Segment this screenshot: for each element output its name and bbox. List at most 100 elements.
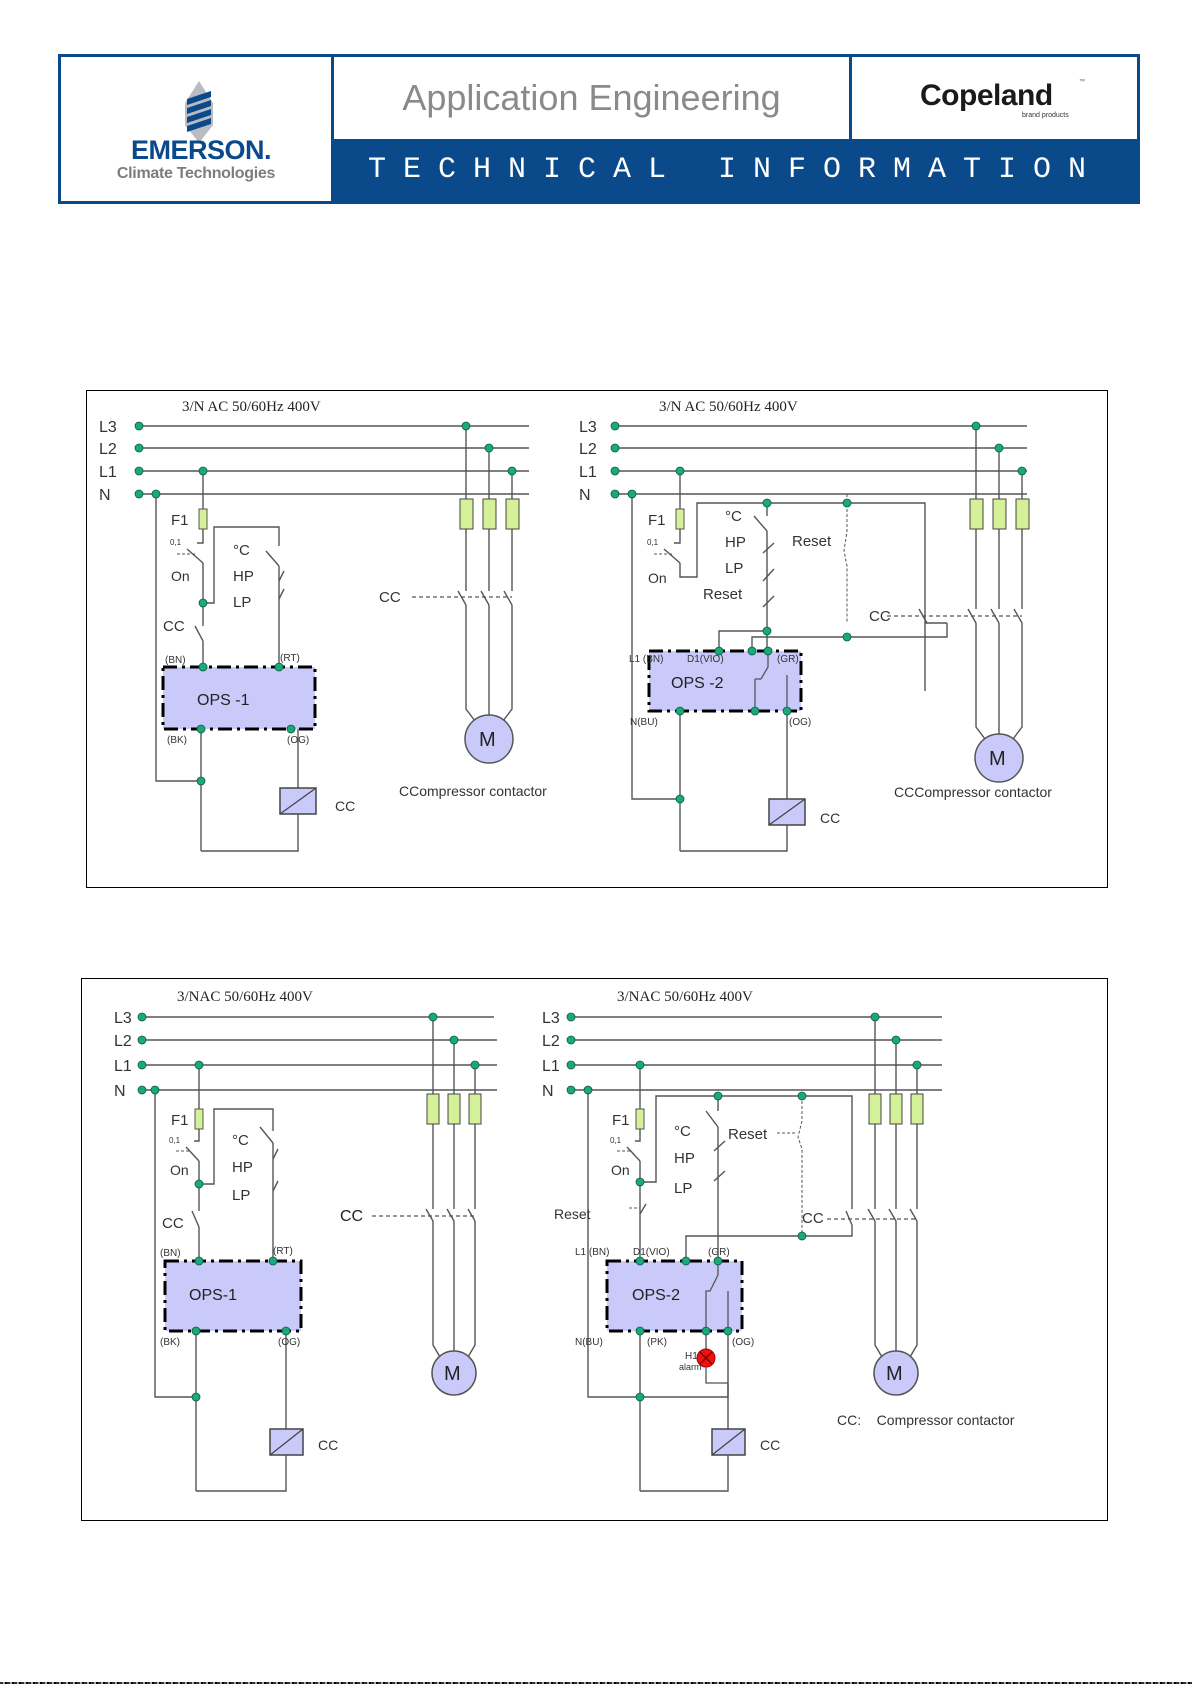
motor-label: M (444, 1363, 461, 1385)
bus-label-n: N (114, 1083, 126, 1100)
fuse-l2-icon (482, 498, 497, 530)
bus-label-l1: L1 (579, 464, 597, 481)
cc-aux-label: CC (162, 1215, 184, 1232)
junction-nodes (566, 1012, 922, 1402)
reset-label-parallel: Reset (792, 533, 832, 550)
fuse-l1-icon (468, 1093, 482, 1125)
reset-label-series: Reset (554, 1206, 591, 1222)
terminal-bk: (BK) (160, 1337, 180, 1348)
fuse-f1-icon (675, 508, 685, 530)
fuse-f1-icon (635, 1108, 645, 1130)
terminal-og: (OG) (789, 717, 811, 728)
motor-icon (464, 714, 514, 764)
ops2-label: OPS-2 (632, 1287, 680, 1304)
company-subtitle: Climate Technologies (116, 165, 276, 182)
bus-label-l3: L3 (542, 1010, 560, 1027)
terminal-gr: (GR) (708, 1247, 730, 1258)
bus-label-l2: L2 (99, 441, 117, 458)
cc-aux-label: CC (163, 618, 185, 635)
hp-label: HP (674, 1150, 695, 1167)
bus-label-l3: L3 (114, 1010, 132, 1027)
terminal-pk: (PK) (647, 1337, 667, 1348)
motor-icon (974, 733, 1024, 783)
emerson-logo: EMERSON. Climate Technologies (61, 57, 334, 201)
cc-main-label: CC (869, 608, 891, 625)
company-name: EMERSON. (130, 135, 272, 165)
hp-label: HP (233, 568, 254, 585)
contactor-coil-icon (269, 1428, 304, 1456)
fuse-f1-icon (198, 508, 208, 530)
fuse-l3-icon (459, 498, 474, 530)
fuse-l3-icon (969, 498, 984, 530)
terminal-bn: (BN) (165, 655, 186, 666)
bus-label-l1: L1 (542, 1058, 560, 1075)
wiring-diagrams-ops1-ops2: 3/N AC 50/60Hz 400V L3 L2 L1 N F1 0,1 On… (99, 399, 1052, 852)
terminal-gr: (GR) (777, 654, 799, 665)
hp-label: HP (232, 1159, 253, 1176)
supply-label: 3/NAC 50/60Hz 400V (617, 989, 753, 1005)
cc-main-label: CC (340, 1208, 363, 1225)
cc-main-label: CC (379, 589, 401, 606)
ops1-module (163, 1259, 303, 1333)
emerson-mark-icon (185, 81, 213, 143)
on-label: On (171, 568, 190, 584)
lp-label: LP (674, 1180, 692, 1197)
coil-label: CC (335, 798, 355, 814)
bus-label-l1: L1 (114, 1058, 132, 1075)
terminal-rt: (RT) (273, 1246, 293, 1257)
fuse-l2-icon (992, 498, 1007, 530)
terminal-n-bu: N(BU) (575, 1337, 603, 1348)
terminal-bn: (BN) (160, 1248, 181, 1259)
bus-label-n: N (542, 1083, 554, 1100)
on-label: On (611, 1162, 630, 1178)
motor-icon (873, 1350, 919, 1396)
terminal-l1-bn: L1 (BN) (575, 1247, 609, 1258)
fuse-rating: 0,1 (170, 538, 182, 547)
legend-text: CC: Compressor contactor (837, 1412, 1015, 1428)
wiring-diagram-frame-1: 3/N AC 50/60Hz 400V L3 L2 L1 N F1 0,1 On… (86, 390, 1108, 888)
motor-icon (431, 1350, 477, 1396)
motor-label: M (479, 729, 496, 751)
fuse-l2-icon (447, 1093, 461, 1125)
temp-label: °C (233, 542, 250, 559)
cc-main-label: CC (802, 1210, 824, 1227)
bus-label-l2: L2 (542, 1033, 560, 1050)
fuse-label: F1 (171, 1112, 189, 1129)
lp-label: LP (725, 560, 743, 577)
banner-text: TECHNICAL INFORMATION (367, 153, 1104, 187)
reset-label-parallel: Reset (728, 1126, 768, 1143)
legend-text: CCompressor contactor (399, 783, 547, 799)
copeland-logo: Copeland ™ brand products (849, 57, 1140, 139)
fuse-rating: 0,1 (169, 1136, 181, 1145)
motor-label: M (886, 1363, 903, 1385)
fuse-l3-icon (426, 1093, 440, 1125)
fuse-rating: 0,1 (647, 538, 659, 547)
terminal-og: (OG) (287, 735, 309, 746)
supply-label: 3/N AC 50/60Hz 400V (182, 399, 321, 415)
terminal-bk: (BK) (167, 735, 187, 746)
alarm-sublabel: alarm (679, 1362, 702, 1372)
ops2-module (647, 649, 803, 713)
brand-name: Copeland (920, 79, 1053, 112)
bus-label-l3: L3 (99, 419, 117, 436)
ops1-label: OPS -1 (197, 692, 250, 709)
motor-label: M (989, 748, 1006, 770)
ops1-label: OPS-1 (189, 1287, 237, 1304)
terminal-d1-vio: D1(VIO) (687, 654, 724, 665)
terminal-og: (OG) (278, 1337, 300, 1348)
fuse-l1-icon (505, 498, 520, 530)
alarm-lamp-icon (696, 1348, 716, 1368)
bus-label-l2: L2 (114, 1033, 132, 1050)
fuse-l1-icon (1015, 498, 1030, 530)
coil-label: CC (820, 810, 840, 826)
contactor-coil-icon (711, 1428, 746, 1456)
on-label: On (648, 570, 667, 586)
brand-tm: ™ (1079, 79, 1085, 85)
fuse-l2-icon (889, 1093, 903, 1125)
bus-label-l2: L2 (579, 441, 597, 458)
fuse-rating: 0,1 (610, 1136, 622, 1145)
contactor-coil-icon (768, 798, 806, 826)
temp-label: °C (674, 1123, 691, 1140)
brand-subtitle: brand products (1022, 112, 1069, 119)
supply-label: 3/NAC 50/60Hz 400V (177, 989, 313, 1005)
